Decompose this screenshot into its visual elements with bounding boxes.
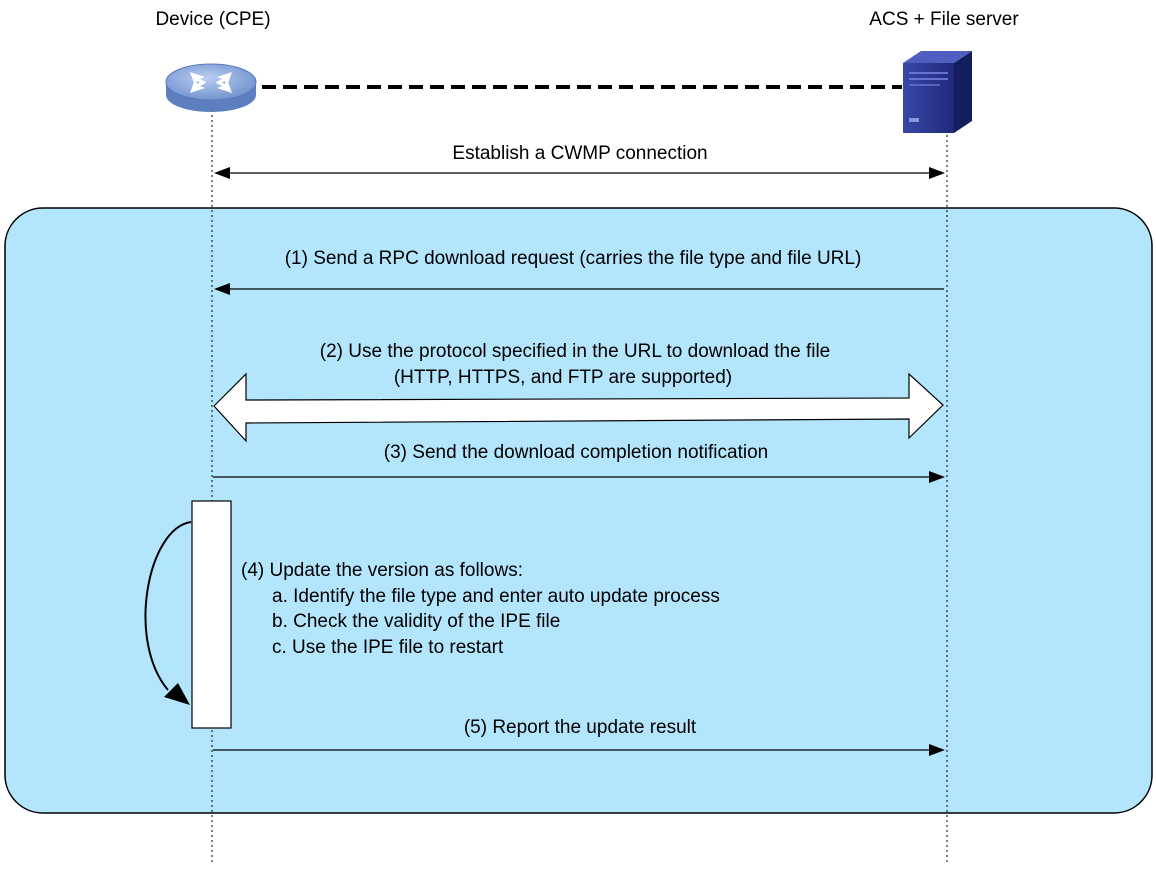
step5-label: (5) Report the update result [464, 717, 697, 738]
step3-label: (3) Send the download completion notific… [384, 442, 768, 463]
step4-title: (4) Update the version as follows: [241, 560, 523, 581]
activation-box [191, 500, 232, 729]
step1-arrowhead [214, 283, 230, 295]
step4-item-b: b. Check the validity of the IPE file [272, 611, 560, 632]
update-process-panel [4, 207, 1153, 814]
step5-arrowhead [929, 744, 945, 756]
connection-arrowhead-right [929, 167, 945, 179]
step4-item-c: c. Use the IPE file to restart [272, 637, 504, 658]
step2-block-arrow [213, 372, 944, 443]
step3-arrowhead [929, 471, 945, 483]
self-loop-arrowhead [164, 683, 190, 705]
step4-item-a: a. Identify the file type and enter auto… [272, 586, 720, 607]
step1-label: (1) Send a RPC download request (carries… [285, 248, 862, 269]
step2-label-line1: (2) Use the protocol specified in the UR… [320, 341, 830, 362]
server-tower-icon [903, 51, 972, 133]
connection-label: Establish a CWMP connection [452, 143, 707, 164]
connection-arrowhead-left [214, 167, 230, 179]
router-icon [165, 63, 257, 112]
device-label: Device (CPE) [155, 9, 270, 30]
server-label: ACS + File server [869, 9, 1019, 30]
step2-label-line2: (HTTP, HTTPS, and FTP are supported) [394, 367, 732, 388]
self-loop-arrow [144, 521, 192, 691]
